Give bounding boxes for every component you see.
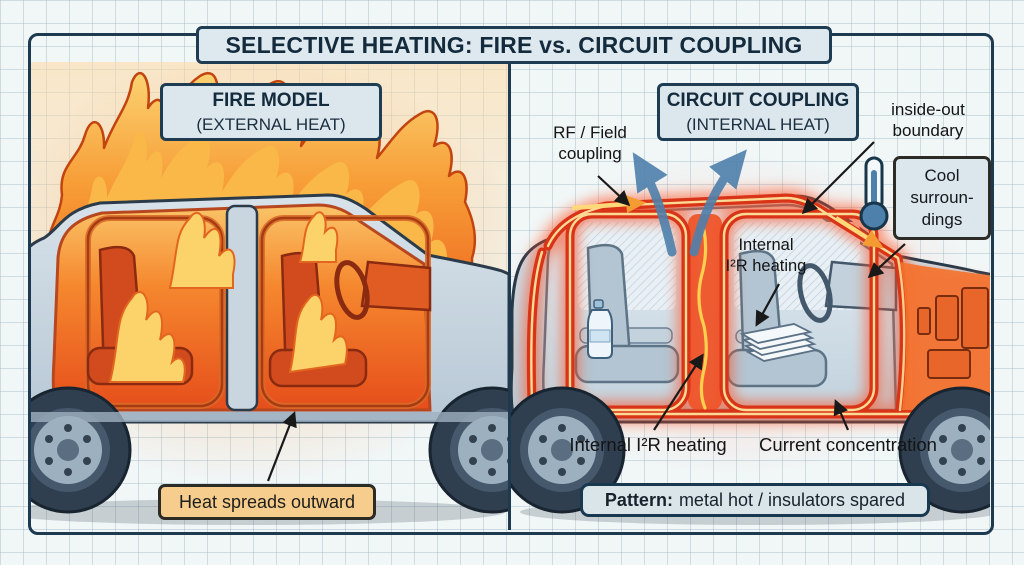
current-concentration-label: Current concentration	[759, 434, 937, 455]
fire-model-header: FIRE MODEL (EXTERNAL HEAT)	[160, 83, 382, 141]
diagram-title-text: SELECTIVE HEATING: FIRE vs. CIRCUIT COUP…	[225, 31, 803, 58]
fire-model-subtitle: (EXTERNAL HEAT)	[196, 114, 346, 134]
pattern-summary-box: Pattern: metal hot / insulators spared	[580, 483, 930, 517]
circuit-coupling-subtitle: (INTERNAL HEAT)	[686, 114, 830, 134]
internal-i2r-heating-lower-label: Internal I²R heating	[569, 434, 727, 455]
circuit-coupling-header: CIRCUIT COUPLING (INTERNAL HEAT)	[657, 83, 859, 141]
internal-i2r-heating-upper-label: Internal I²R heating	[725, 236, 807, 275]
heat-spreads-outward-caption: Heat spreads outward	[158, 484, 376, 520]
fire-model-title: FIRE MODEL	[212, 90, 330, 111]
pattern-text: metal hot / insulators spared	[678, 489, 906, 510]
heat-caption-text: Heat spreads outward	[178, 491, 356, 512]
pattern-label: Pattern:	[604, 489, 673, 510]
panel-divider	[508, 62, 511, 530]
cool-surroundings-box: Cool surroun- dings	[893, 156, 991, 241]
inside-out-boundary-label: inside-out boundary	[891, 100, 965, 141]
rf-field-coupling-label: RF / Field coupling	[553, 123, 627, 164]
circuit-coupling-title: CIRCUIT COUPLING	[666, 90, 850, 111]
diagram-title: SELECTIVE HEATING: FIRE vs. CIRCUIT COUP…	[196, 26, 832, 64]
